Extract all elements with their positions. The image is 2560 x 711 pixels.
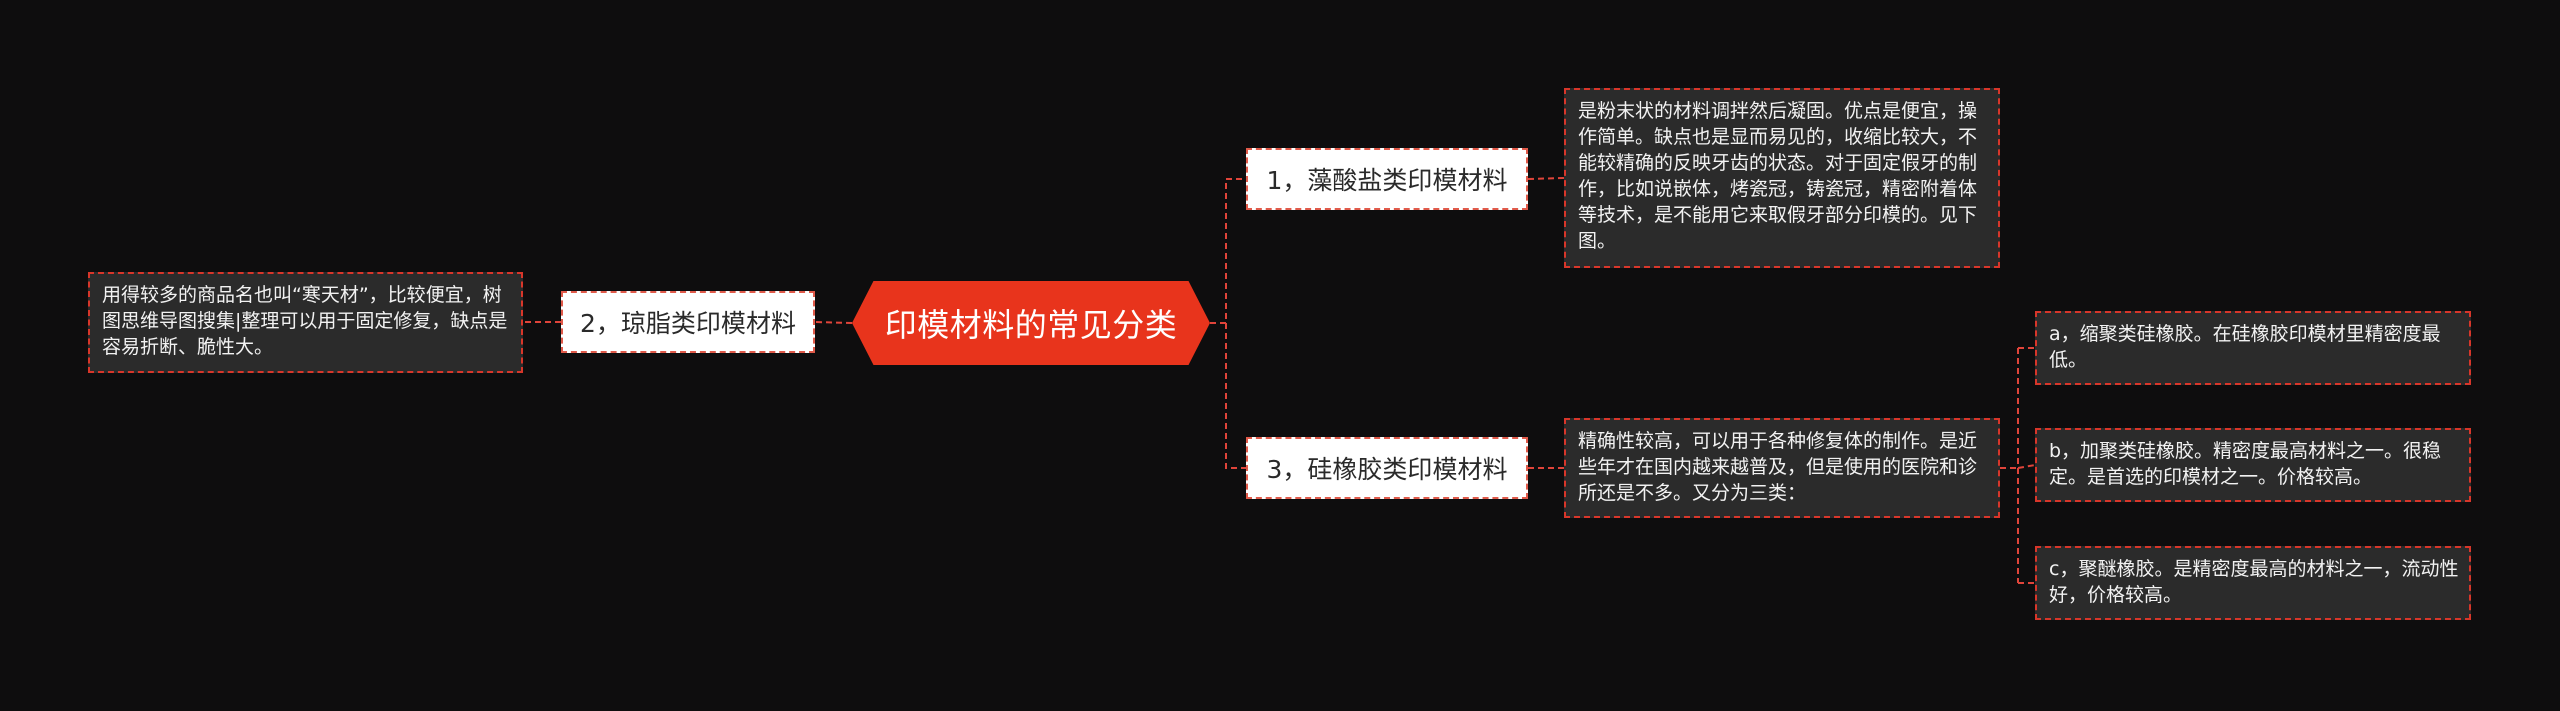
subtype-polyether[interactable]: c，聚醚橡胶。是精密度最高的材料之一，流动性好，价格较高。 bbox=[2035, 546, 2471, 620]
root-topic-label: 印模材料的常见分类 bbox=[884, 306, 1178, 344]
note-alginate[interactable]: 是粉末状的材料调拌然后凝固。优点是便宜，操作简单。缺点也是显而易见的，收缩比较大… bbox=[1564, 88, 2000, 268]
branch-silicone[interactable]: 3，硅橡胶类印模材料 bbox=[1246, 437, 1528, 499]
subtype-condensation-silicone-text: a，缩聚类硅橡胶。在硅橡胶印模材里精密度最低。 bbox=[2049, 323, 2441, 371]
connector-branch1-note bbox=[1527, 177, 1565, 180]
branch-alginate-label: 1，藻酸盐类印模材料 bbox=[1266, 166, 1508, 195]
note-silicone-text: 精确性较高，可以用于各种修复体的制作。是近些年才在国内越来越普及，但是使用的医院… bbox=[1578, 430, 1978, 504]
connector-root-branch1 bbox=[1210, 178, 1246, 324]
note-agar-text: 用得较多的商品名也叫“寒天材”，比较便宜，树图思维导图搜集|整理可以用于固定修复… bbox=[102, 284, 508, 358]
note-alginate-text: 是粉末状的材料调拌然后凝固。优点是便宜，操作简单。缺点也是显而易见的，收缩比较大… bbox=[1578, 100, 1978, 252]
connector-note3-subtypes bbox=[2000, 347, 2036, 584]
branch-agar-label: 2，琼脂类印模材料 bbox=[580, 309, 796, 338]
root-topic[interactable]: 印模材料的常见分类 bbox=[852, 281, 1210, 365]
connector-root-branch2 bbox=[814, 321, 853, 324]
connector-root-branch3 bbox=[1225, 323, 1246, 469]
subtype-addition-silicone-text: b，加聚类硅橡胶。精密度最高材料之一。很稳定。是首选的印模材之一。价格较高。 bbox=[2049, 440, 2442, 488]
note-silicone[interactable]: 精确性较高，可以用于各种修复体的制作。是近些年才在国内越来越普及，但是使用的医院… bbox=[1564, 418, 2000, 518]
note-agar[interactable]: 用得较多的商品名也叫“寒天材”，比较便宜，树图思维导图搜集|整理可以用于固定修复… bbox=[88, 272, 523, 373]
branch-alginate[interactable]: 1，藻酸盐类印模材料 bbox=[1246, 148, 1528, 210]
subtype-polyether-text: c，聚醚橡胶。是精密度最高的材料之一，流动性好，价格较高。 bbox=[2049, 558, 2459, 606]
subtype-addition-silicone[interactable]: b，加聚类硅橡胶。精密度最高材料之一。很稳定。是首选的印模材之一。价格较高。 bbox=[2035, 428, 2471, 502]
subtype-condensation-silicone[interactable]: a，缩聚类硅橡胶。在硅橡胶印模材里精密度最低。 bbox=[2035, 311, 2471, 385]
branch-agar[interactable]: 2，琼脂类印模材料 bbox=[561, 291, 815, 353]
branch-silicone-label: 3，硅橡胶类印模材料 bbox=[1266, 455, 1508, 484]
